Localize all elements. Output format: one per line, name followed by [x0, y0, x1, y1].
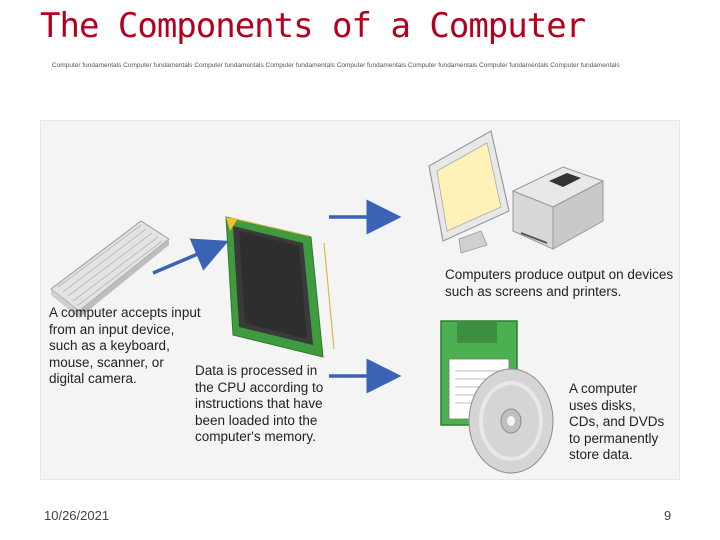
output-caption: Computers produce output on devices such… — [445, 267, 674, 299]
storage-caption: A computer uses disks, CDs, and DVDs to … — [569, 381, 665, 462]
input-arrow — [152, 238, 229, 275]
page-number: 9 — [664, 508, 672, 523]
components-figure: A computer accepts input from an input d… — [40, 120, 680, 480]
processing-caption: Data is processed in the CPU according t… — [195, 363, 324, 444]
monitor-icon — [428, 130, 510, 254]
cd-disc-icon — [468, 368, 554, 474]
slide-date: 10/26/2021 — [44, 508, 110, 523]
keyboard-icon — [50, 220, 170, 318]
slide-subtitle: Computer fundamentals Computer fundament… — [52, 62, 620, 69]
cpu-chip-icon — [225, 216, 335, 358]
figure-illustrations — [50, 130, 605, 474]
slide-title: The Components of a Computer — [40, 6, 586, 46]
input-caption: A computer accepts input from an input d… — [49, 305, 201, 386]
printer-icon — [511, 166, 605, 250]
